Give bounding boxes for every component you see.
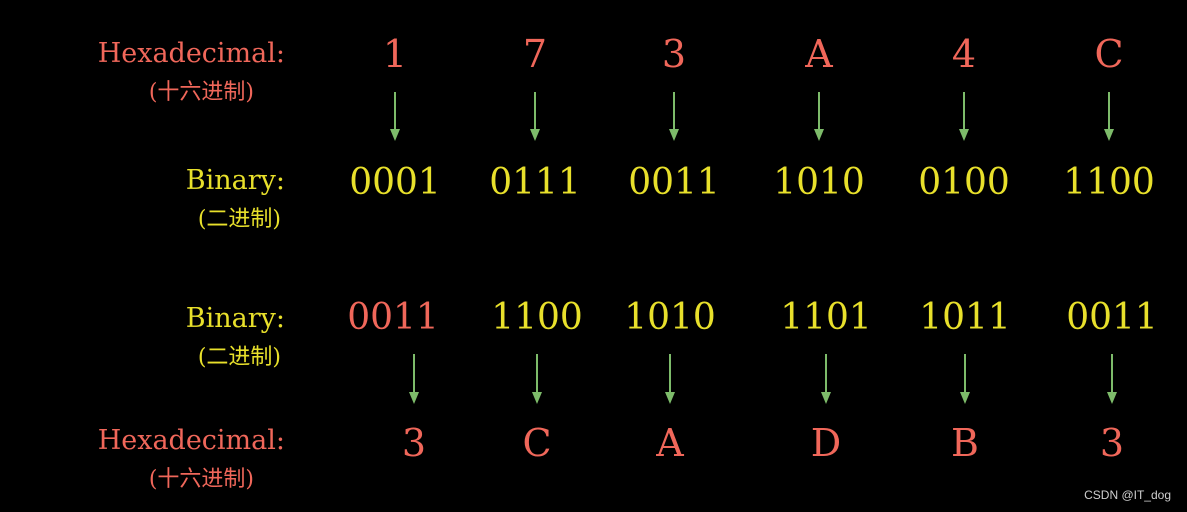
section1-binary-label: Binary: xyxy=(186,165,285,196)
section1-binary-group: 1010 xyxy=(773,162,865,203)
section2-hex-digit: 3 xyxy=(402,421,426,465)
section2-binary-group: 1011 xyxy=(919,297,1011,338)
section2-hex-digit: A xyxy=(655,421,684,465)
down-arrow-icon xyxy=(814,92,824,141)
down-arrow-icon xyxy=(532,354,542,404)
down-arrow-icon xyxy=(1104,92,1114,141)
down-arrow-icon xyxy=(960,354,970,404)
section1-binary-sublabel: (二进制) xyxy=(198,207,281,232)
watermark: CSDN @IT_dog xyxy=(1084,488,1171,502)
down-arrow-icon xyxy=(1107,354,1117,404)
section2-hex-label: Hexadecimal: xyxy=(98,425,285,456)
section2-binary-group: 0011 xyxy=(347,297,439,338)
section2-binary-sublabel: (二进制) xyxy=(198,345,281,370)
section1-hex-sublabel: (十六进制) xyxy=(149,80,254,105)
section2-binary-group: 1100 xyxy=(491,297,583,338)
section1-hex-label: Hexadecimal: xyxy=(98,38,285,69)
down-arrow-icon xyxy=(959,92,969,141)
section2-hex-digit: C xyxy=(522,421,551,465)
section1-binary-group: 1100 xyxy=(1063,162,1155,203)
section2-hex-digit: D xyxy=(811,421,841,465)
down-arrow-icon xyxy=(409,354,419,404)
section1-binary-group: 0100 xyxy=(918,162,1010,203)
down-arrow-icon xyxy=(821,354,831,404)
section1-hex-digit: C xyxy=(1094,32,1123,76)
section1-hex-digit: 3 xyxy=(662,32,686,76)
down-arrow-icon xyxy=(669,92,679,141)
section1-binary-group: 0001 xyxy=(349,162,441,203)
section1-hex-digit: 4 xyxy=(952,32,976,76)
section2-columns: 0011 1100 1010 1101 1011 0011 3 C A D B 3 xyxy=(347,297,1158,465)
section2-binary-group: 1101 xyxy=(780,297,872,338)
section2-hex-digit: B xyxy=(951,421,979,465)
section1-binary-group: 0111 xyxy=(489,162,581,203)
down-arrow-icon xyxy=(530,92,540,141)
section2-binary-group: 1010 xyxy=(624,297,716,338)
down-arrow-icon xyxy=(665,354,675,404)
section1-hex-digit: 7 xyxy=(523,32,547,76)
down-arrow-icon xyxy=(390,92,400,141)
section2-binary-group: 0011 xyxy=(1066,297,1158,338)
section2-hex-sublabel: (十六进制) xyxy=(149,467,254,492)
section2-binary-label: Binary: xyxy=(186,303,285,334)
section1-binary-group: 0011 xyxy=(628,162,720,203)
section1-columns: 1 7 3 A 4 C 0001 0111 0011 1010 0100 1100 xyxy=(349,32,1155,203)
section1-hex-digit: A xyxy=(804,32,833,76)
section2-hex-digit: 3 xyxy=(1100,421,1124,465)
section1-hex-digit: 1 xyxy=(383,32,407,76)
